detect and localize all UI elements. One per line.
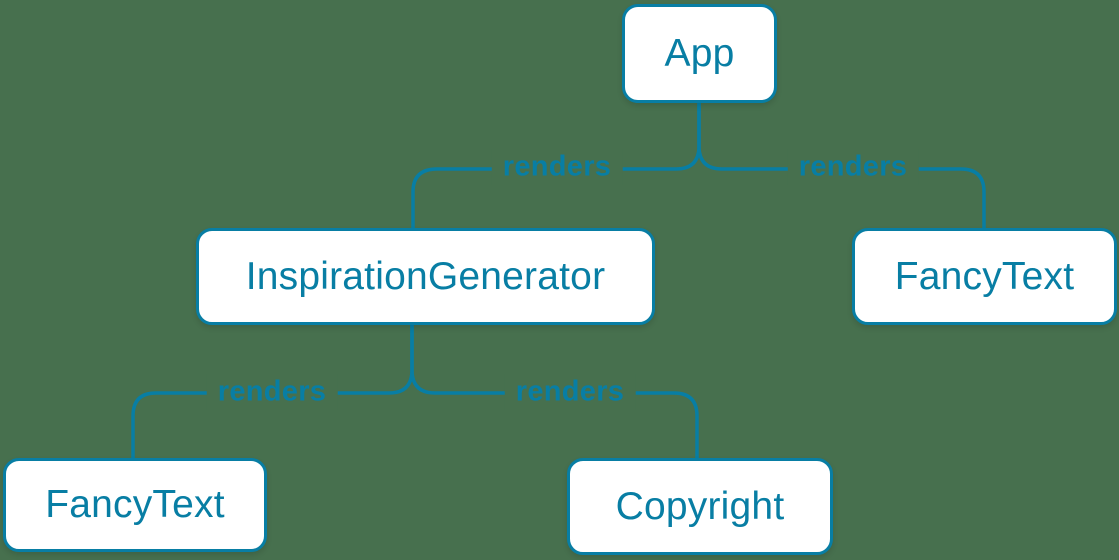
edge-label-renders: renders [491,148,623,186]
node-app: App [622,4,777,103]
node-inspiration-generator-label: InspirationGenerator [245,254,606,298]
node-inspiration-generator: InspirationGenerator [196,228,655,325]
node-copyright-label: Copyright [615,484,785,528]
node-fancy-text-bottom-label: FancyText [45,483,225,526]
node-fancy-text-bottom: FancyText [3,458,267,552]
edge-label-renders: renders [787,148,919,186]
node-copyright: Copyright [567,458,833,555]
edge-label-renders: renders [504,373,636,411]
node-fancy-text-top: FancyText [852,228,1117,325]
edge-label-renders: renders [206,373,338,411]
node-app-label: App [664,31,735,75]
node-fancy-text-top-label: FancyText [894,254,1075,298]
